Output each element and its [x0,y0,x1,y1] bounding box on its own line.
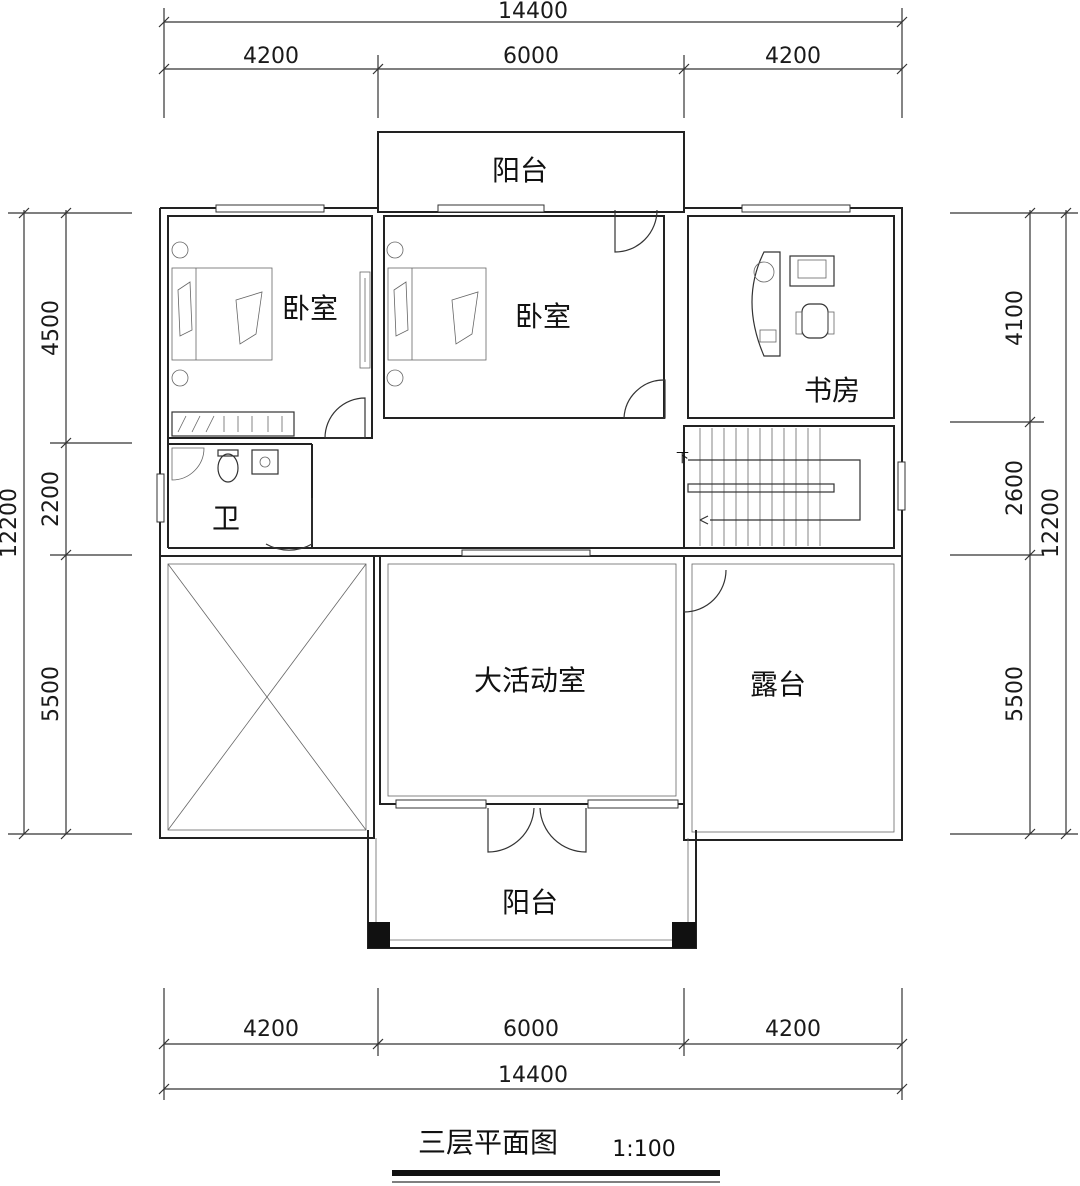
room-labels: 阳台 卧室 卧室 书房 卫 大活动室 露台 阳台 [212,154,860,919]
stair-walls [683,425,895,549]
right-dim-3: 5500 [1003,666,1028,722]
wardrobe [171,411,295,437]
top-total-dim: 14400 [498,0,568,24]
bottom-dim-1: 4200 [243,1017,299,1042]
void-area [159,555,375,839]
study-walls [687,215,895,419]
left-dim-2: 2200 [39,471,64,527]
title-underline [392,1170,720,1176]
top-dim-2: 6000 [503,44,559,69]
room-label-top-balcony: 阳台 [492,154,548,187]
room-label-bedroom-2: 卧室 [515,300,571,333]
terrace-walls [683,555,903,841]
top-dim-1: 4200 [243,44,299,69]
bedroom-2-walls [383,215,665,419]
top-dimensions: 14400 4200 6000 4200 [158,0,908,118]
room-label-study: 书房 [804,374,860,407]
stair-down-label: 下 [676,451,689,466]
left-total-dim: 12200 [0,488,22,558]
column-left [368,922,390,948]
windows [156,204,906,809]
room-label-terrace: 露台 [750,668,806,701]
left-dim-3: 5500 [39,666,64,722]
study-furniture [751,251,835,357]
bottom-dimensions: 4200 6000 4200 14400 [158,988,908,1100]
column-right [672,922,696,948]
drawing-title: 三层平面图 [418,1126,558,1159]
doors [265,209,727,853]
walls [159,131,903,949]
right-dim-2: 2600 [1003,460,1028,516]
right-dim-1: 4100 [1003,290,1028,346]
stairs: 下 [676,428,861,546]
drawing-scale: 1:100 [612,1137,675,1162]
bedroom-1-walls [167,215,373,439]
room-label-bathroom: 卫 [212,502,240,535]
top-dim-3: 4200 [765,44,821,69]
bottom-dim-2: 6000 [503,1017,559,1042]
bottom-total-dim: 14400 [498,1063,568,1088]
bathroom-fixtures [171,447,279,483]
bed-2 [386,241,487,387]
right-dimensions: 4100 2600 5500 12200 [950,207,1078,840]
right-total-dim: 12200 [1039,488,1064,558]
room-label-activity: 大活动室 [474,664,586,697]
room-label-bedroom-1: 卧室 [282,292,338,325]
room-label-bottom-balcony: 阳台 [502,886,558,919]
bed-1 [171,241,273,387]
drawing-title-block: 三层平面图 1:100 [392,1126,720,1183]
left-dim-1: 4500 [39,300,64,356]
left-dimensions: 12200 4500 2200 5500 [0,207,132,840]
bottom-dim-3: 4200 [765,1017,821,1042]
